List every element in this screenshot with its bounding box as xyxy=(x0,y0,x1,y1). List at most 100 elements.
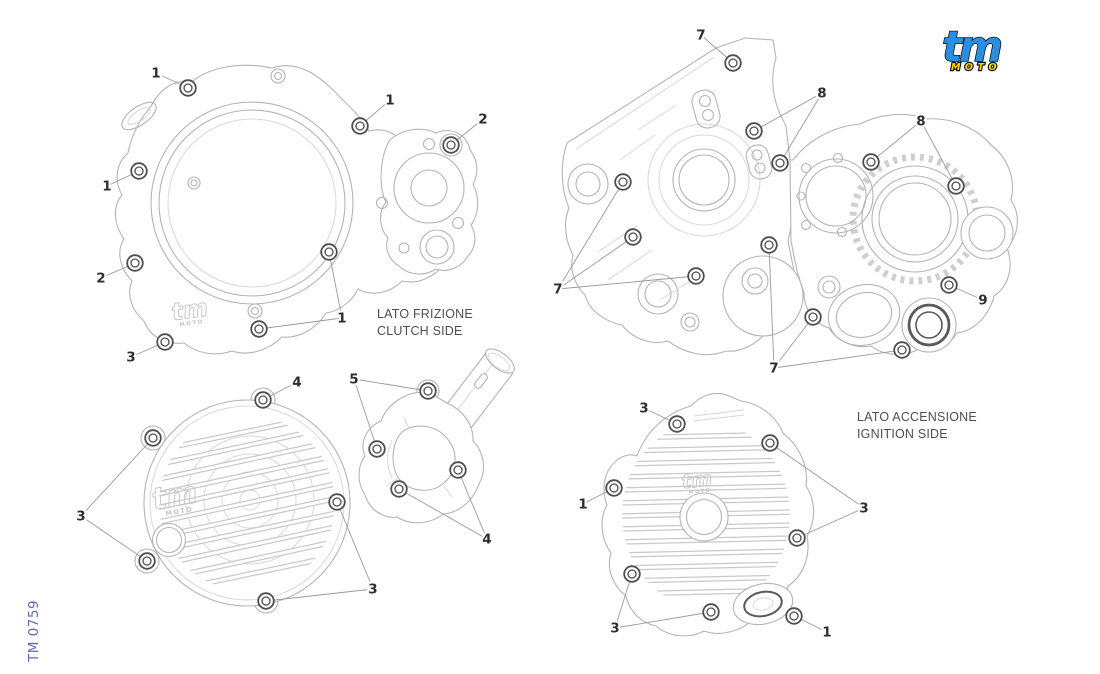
bolt-marker xyxy=(250,320,268,338)
bolt-marker xyxy=(156,333,174,351)
water-pump-volute-ring xyxy=(907,303,951,347)
callout-number: 1 xyxy=(578,497,587,513)
callout-number: 8 xyxy=(817,86,826,102)
bolt-marker-inner xyxy=(423,386,433,396)
callout-3: 3 xyxy=(761,434,871,547)
bolt-marker xyxy=(254,391,272,409)
callout-number: 1 xyxy=(102,179,111,195)
rib-strut-lines xyxy=(597,104,701,301)
center-gasket xyxy=(796,152,874,238)
bolt-marker xyxy=(623,565,641,583)
callout-number: 3 xyxy=(859,501,868,517)
leader-line xyxy=(920,120,957,187)
bolt-marker-inner xyxy=(324,247,334,257)
callout-3: 3 xyxy=(637,399,686,433)
leader-line xyxy=(614,611,712,629)
leader-line xyxy=(80,437,154,517)
callout-number: 2 xyxy=(96,271,105,287)
callout-1: 1 xyxy=(100,162,148,197)
bolt-marker xyxy=(940,276,958,294)
callout-8: 8 xyxy=(745,84,829,172)
callout-2: 2 xyxy=(442,110,490,154)
leader-line xyxy=(557,181,624,290)
bolt-marker xyxy=(179,79,197,97)
bolt-marker-inner xyxy=(134,166,144,176)
leader-line xyxy=(796,507,865,539)
callout-4: 4 xyxy=(254,373,304,409)
callout-8: 8 xyxy=(862,112,965,195)
bolt-marker xyxy=(320,243,338,261)
ignition-side-label-english: IGNITION SIDE xyxy=(857,427,948,441)
bolt-marker xyxy=(605,479,623,497)
bolt-marker xyxy=(449,461,467,479)
callout-1: 1 xyxy=(785,607,834,643)
leader-line xyxy=(457,469,488,540)
bolt-marker xyxy=(257,592,275,610)
callout-number: 3 xyxy=(126,350,135,366)
bolt-marker-inner xyxy=(453,465,463,475)
bolt-marker xyxy=(771,154,789,172)
bolt-marker xyxy=(687,267,705,285)
bolt-marker-inner xyxy=(728,58,738,68)
tm-moto-logo: tm MOTO xyxy=(941,21,1005,74)
cooling-ribs-clutch xyxy=(159,415,335,591)
clutch-outer-cover-drawing: tm MOTO xyxy=(134,387,351,614)
callout-number: 4 xyxy=(482,532,491,548)
document-code: TM 0759 xyxy=(26,599,42,662)
bolt-marker-inner xyxy=(706,607,716,617)
embossed-tm-logo-ignition: tm MOTO xyxy=(680,466,714,496)
bolt-marker-inner xyxy=(148,433,158,443)
bolt-marker-inner xyxy=(808,312,818,322)
water-pump-cover-drawing xyxy=(358,348,515,524)
bolt-marker xyxy=(804,308,822,326)
leader-line xyxy=(773,316,814,369)
bolt-marker-inner xyxy=(944,280,954,290)
bolt-marker-inner xyxy=(775,158,785,168)
top-bracket-details xyxy=(691,89,773,180)
logo-moto-text: MOTO xyxy=(951,62,1001,73)
leader-line xyxy=(557,236,634,290)
svg-text:tm: tm xyxy=(149,475,200,517)
bolt-marker xyxy=(328,493,346,511)
bolt-marker xyxy=(144,429,162,447)
bolt-marker xyxy=(761,434,779,452)
callout-7: 7 xyxy=(760,236,911,379)
bolt-marker-inner xyxy=(183,83,193,93)
bolt-marker-inner xyxy=(628,232,638,242)
bolt-marker xyxy=(138,552,156,570)
bolt-marker-inner xyxy=(254,324,264,334)
leader-line xyxy=(870,120,922,163)
bolt-marker-inner xyxy=(691,271,701,281)
leader-line xyxy=(336,501,374,590)
bolt-marker xyxy=(862,153,880,171)
bolt-marker-inner xyxy=(355,121,365,131)
callout-1: 1 xyxy=(149,64,197,97)
leader-line xyxy=(353,378,378,450)
callout-number: 3 xyxy=(610,621,619,637)
callout-3: 3 xyxy=(608,565,720,639)
bolt-marker-inner xyxy=(142,556,152,566)
bolt-marker-inner xyxy=(951,181,961,191)
leader-line xyxy=(258,317,343,330)
bolt-marker xyxy=(760,236,778,254)
bolt-marker-inner xyxy=(764,240,774,250)
callout-number: 7 xyxy=(696,28,705,44)
bolt-marker-inner xyxy=(792,533,802,543)
bolt-marker xyxy=(785,607,803,625)
leader-line xyxy=(779,92,823,164)
bolt-marker xyxy=(390,480,408,498)
callout-number: 3 xyxy=(76,509,85,525)
ignition-side-label-italian: LATO ACCENSIONE xyxy=(857,410,977,424)
callout-number: 9 xyxy=(978,293,987,309)
ignition-side-label: LATO ACCENSIONE IGNITION SIDE xyxy=(857,409,977,443)
bolt-marker-inner xyxy=(765,438,775,448)
bolt-marker xyxy=(788,529,806,547)
clutch-side-label-english: CLUTCH SIDE xyxy=(377,324,463,338)
callout-7: 7 xyxy=(694,26,742,72)
svg-text:MOTO: MOTO xyxy=(179,319,204,328)
bolt-marker xyxy=(368,440,386,458)
crankcase-drawing xyxy=(561,37,1018,356)
leader-line xyxy=(398,488,488,540)
embossed-tm-logo-clutch-outer: tm MOTO xyxy=(149,475,201,518)
